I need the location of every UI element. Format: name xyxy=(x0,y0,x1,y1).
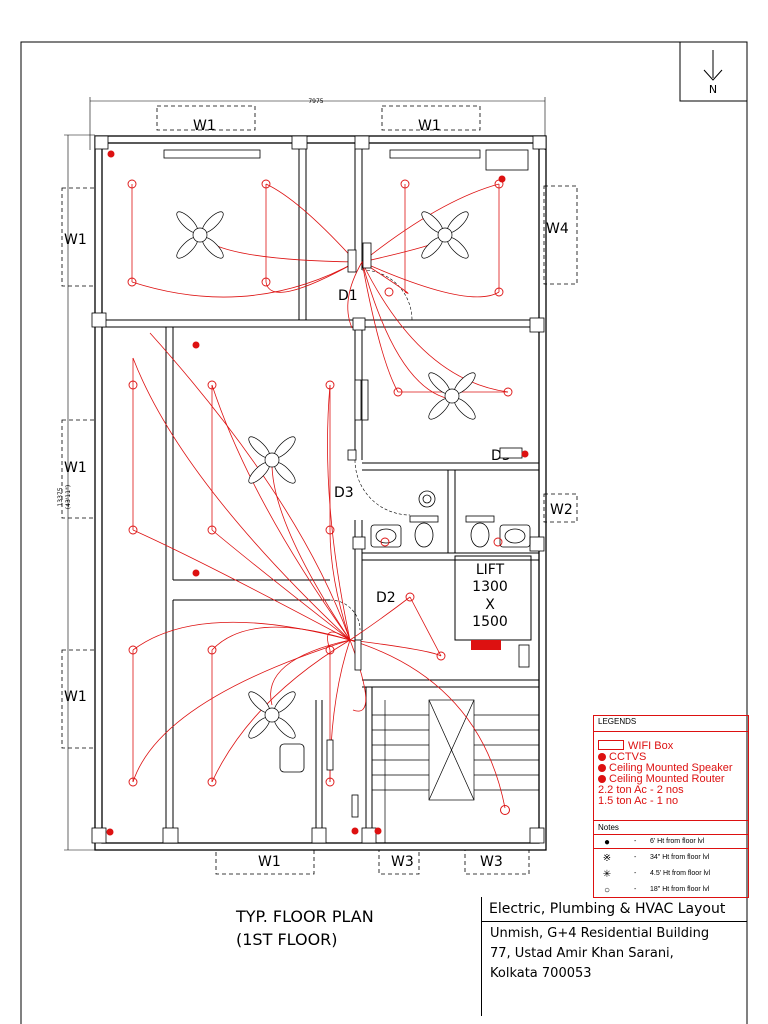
lift-line3: X xyxy=(485,597,495,613)
cctv-and-speaker-points xyxy=(106,150,529,836)
legend-item-wifi: WIFI Box xyxy=(594,740,748,752)
title-block-line1: Unmish, G+4 Residential Building xyxy=(490,926,710,941)
window-w3-left: W3 xyxy=(391,854,414,870)
router-icon xyxy=(598,775,606,783)
notes-dash: - xyxy=(634,870,637,877)
title-block-line2: 77, Ustad Amir Khan Sarani, xyxy=(490,946,674,961)
cctv-icon xyxy=(598,753,606,761)
lift-line1: LIFT xyxy=(476,562,505,578)
notes-heading: Notes xyxy=(594,820,748,835)
notes-dash: - xyxy=(634,854,637,861)
plan-title-line2: (1ST FLOOR) xyxy=(236,930,338,949)
window-w1-top-right: W1 xyxy=(418,118,441,134)
asterisk-icon: ✳ xyxy=(602,869,612,880)
north-label: N xyxy=(709,83,717,96)
legend-label-router: Ceiling Mounted Router xyxy=(609,773,725,785)
door-d2: D2 xyxy=(376,590,396,606)
window-labels: W1 W1 W1 W4 W1 W2 W1 W1 W3 W3 xyxy=(64,118,573,870)
lift-line2: 1300 xyxy=(472,579,508,595)
door-labels: D1 D3 D3 D2 xyxy=(334,288,511,606)
height-dimension-ft: (43'11") xyxy=(65,485,72,509)
legend-label-wifi: WIFI Box xyxy=(628,740,674,752)
door-d3-left: D3 xyxy=(334,485,354,501)
window-blocks xyxy=(61,105,578,875)
width-dimension: 7975 xyxy=(308,98,323,105)
window-w1-bottom: W1 xyxy=(258,854,281,870)
title-block-body: Unmish, G+4 Residential Building 77, Ust… xyxy=(481,922,747,1016)
wifi-box-icon xyxy=(598,740,624,750)
dot-symbol-icon: ● xyxy=(603,837,611,848)
interior-walls xyxy=(102,143,539,843)
speaker-icon xyxy=(598,764,606,772)
notes-row: ○ - 18" Ht from floor lvl xyxy=(594,883,748,899)
notes-text: 6' Ht from floor lvl xyxy=(650,838,705,845)
legend-item-ac-22: 2.2 ton Ac - 2 nos xyxy=(598,784,684,796)
plan-title: TYP. FLOOR PLAN (1ST FLOOR) xyxy=(236,905,374,951)
notes-box: Notes ● - 6' Ht from floor lvl ※ - 34" H… xyxy=(593,820,749,898)
window-w2: W2 xyxy=(550,502,573,518)
title-block-line3: Kolkata 700053 xyxy=(490,966,592,981)
window-w1-left-middle: W1 xyxy=(64,460,87,476)
switch-boards xyxy=(163,149,530,818)
height-dimension: 13375 xyxy=(57,487,64,506)
open-circle-icon: ○ xyxy=(603,885,611,896)
window-w1-left-upper: W1 xyxy=(64,232,87,248)
outer-walls xyxy=(94,135,547,851)
legend-heading: LEGENDS xyxy=(594,716,748,732)
door-d1: D1 xyxy=(338,288,358,304)
columns xyxy=(91,135,547,844)
north-arrow: N xyxy=(679,41,748,102)
notes-row: ● - 6' Ht from floor lvl xyxy=(594,835,748,851)
notes-text: 18" Ht from floor lvl xyxy=(650,886,710,893)
lift-line4: 1500 xyxy=(472,614,508,630)
legend-label-cctv: CCTVS xyxy=(609,751,647,763)
window-w4: W4 xyxy=(546,221,569,237)
door-swings xyxy=(329,269,413,631)
legend-box: LEGENDS WIFI Box CCTVS Ceiling Mounted S… xyxy=(593,715,749,849)
notes-row: ※ - 34" Ht from floor lvl xyxy=(594,851,748,867)
reference-mark-icon: ※ xyxy=(602,853,612,864)
window-w3-right: W3 xyxy=(480,854,503,870)
plan-title-line1: TYP. FLOOR PLAN xyxy=(236,907,374,926)
window-w1-top-left: W1 xyxy=(193,118,216,134)
notes-text: 4.5' Ht from floor lvl xyxy=(650,870,711,877)
light-points xyxy=(127,179,513,787)
title-block-heading: Electric, Plumbing & HVAC Layout xyxy=(481,897,747,922)
staircase xyxy=(372,699,539,843)
legend-item-cctv: CCTVS xyxy=(594,752,748,763)
bathroom-fixtures xyxy=(279,149,531,773)
notes-dash: - xyxy=(634,838,637,845)
wiring-lines xyxy=(131,183,509,809)
notes-row: ✳ - 4.5' Ht from floor lvl xyxy=(594,867,748,883)
notes-text: 34" Ht from floor lvl xyxy=(650,854,710,861)
legend-item-speaker: Ceiling Mounted Speaker xyxy=(594,763,748,774)
notes-dash: - xyxy=(634,886,637,893)
title-block: Electric, Plumbing & HVAC Layout Unmish,… xyxy=(481,897,747,1016)
lift-label: LIFT 1300 X 1500 xyxy=(472,562,508,630)
legend-item-router: Ceiling Mounted Router xyxy=(594,774,748,785)
legend-item-ac-15: 1.5 ton Ac - 1 no xyxy=(598,795,679,807)
ceiling-fans xyxy=(176,211,476,739)
legend-label-speaker: Ceiling Mounted Speaker xyxy=(609,762,733,774)
window-w1-left-lower: W1 xyxy=(64,689,87,705)
